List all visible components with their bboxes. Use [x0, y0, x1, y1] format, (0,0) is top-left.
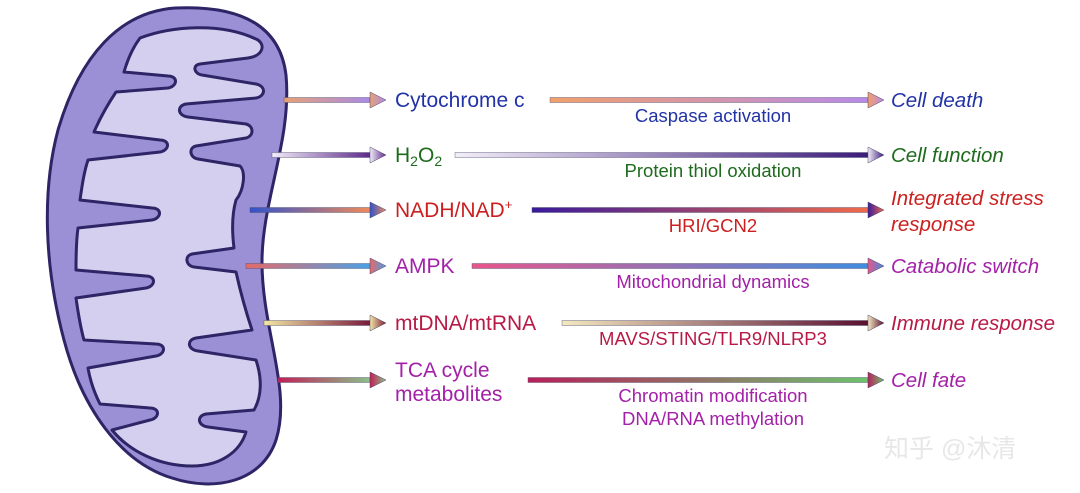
signal-label: mtDNA/mtRNA	[395, 312, 536, 335]
mitochondrion	[45, 6, 289, 486]
pathway-row: mtDNA/mtRNA MAVS/STING/TLR9/NLRP3 Immune r…	[263, 312, 1055, 349]
process-arrow	[561, 314, 885, 332]
watermark: 知乎 @沐清	[884, 435, 1016, 463]
process-label: Protein thiol oxidation	[625, 160, 802, 181]
signal-arrow	[283, 91, 387, 109]
outcome-label: Cell death	[891, 89, 983, 112]
outcome-label: Cell function	[891, 144, 1004, 167]
signal-arrow	[271, 146, 387, 164]
process-arrow	[531, 201, 885, 219]
process-label: MAVS/STING/TLR9/NLRP3	[599, 328, 827, 349]
process-arrow	[549, 91, 885, 109]
signal-label-line: TCA cycle	[395, 359, 490, 382]
signal-arrow	[245, 257, 387, 275]
signal-arrow	[249, 201, 387, 219]
signal-label: Cytochrome c	[395, 89, 525, 112]
process-label: HRI/GCN2	[669, 215, 757, 236]
signal-arrow	[263, 314, 387, 332]
outcome-label: Cell fate	[891, 369, 966, 392]
pathway-rows: Cytochrome c Caspase activation Cell death…	[245, 89, 1055, 429]
pathway-row: Cytochrome c Caspase activation Cell death	[283, 89, 983, 126]
process-label: Mitochondrial dynamics	[616, 271, 809, 292]
pathway-row: AMPK Mitochondrial dynamics Catabolic swit…	[245, 255, 1039, 292]
process-arrow	[471, 257, 885, 275]
process-arrow	[454, 146, 885, 164]
mitochondrion-inner-membrane	[74, 26, 265, 468]
signal-label: H2O2	[395, 144, 442, 169]
signal-label: NADH/NAD+	[395, 197, 512, 222]
process-label: Caspase activation	[635, 105, 791, 126]
process-arrow	[527, 371, 885, 389]
signal-arrow	[277, 371, 387, 389]
outcome-label: Immune response	[891, 312, 1055, 335]
signal-label-line: metabolites	[395, 383, 502, 406]
outcome-label: Catabolic switch	[891, 255, 1039, 278]
signal-label: AMPK	[395, 255, 455, 278]
